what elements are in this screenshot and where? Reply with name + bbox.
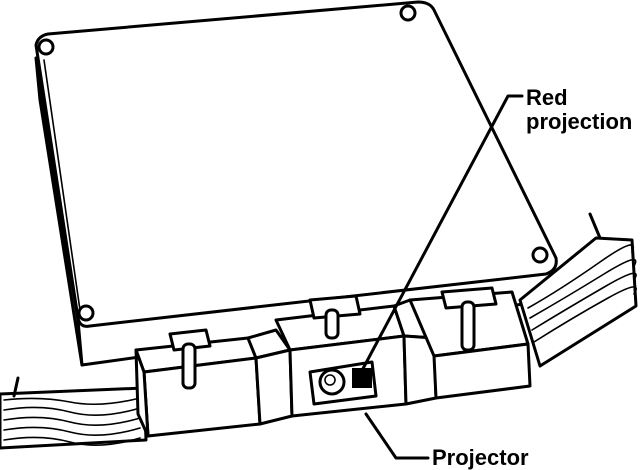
leader-line-projector [364, 412, 430, 460]
wire-harness-right [518, 212, 638, 368]
projector [352, 368, 372, 388]
corner-screw [37, 38, 55, 56]
leader-line-red-projection [356, 94, 524, 380]
corner-screw [399, 4, 417, 22]
label-red-projection: Red projection [526, 85, 633, 134]
red-projection [318, 368, 346, 396]
label-projector: Projector [432, 445, 529, 470]
connector-left [134, 328, 294, 438]
wire-harness-left [0, 376, 148, 450]
corner-screw [531, 246, 549, 264]
corner-screw [77, 304, 95, 322]
connector-right [392, 286, 532, 406]
